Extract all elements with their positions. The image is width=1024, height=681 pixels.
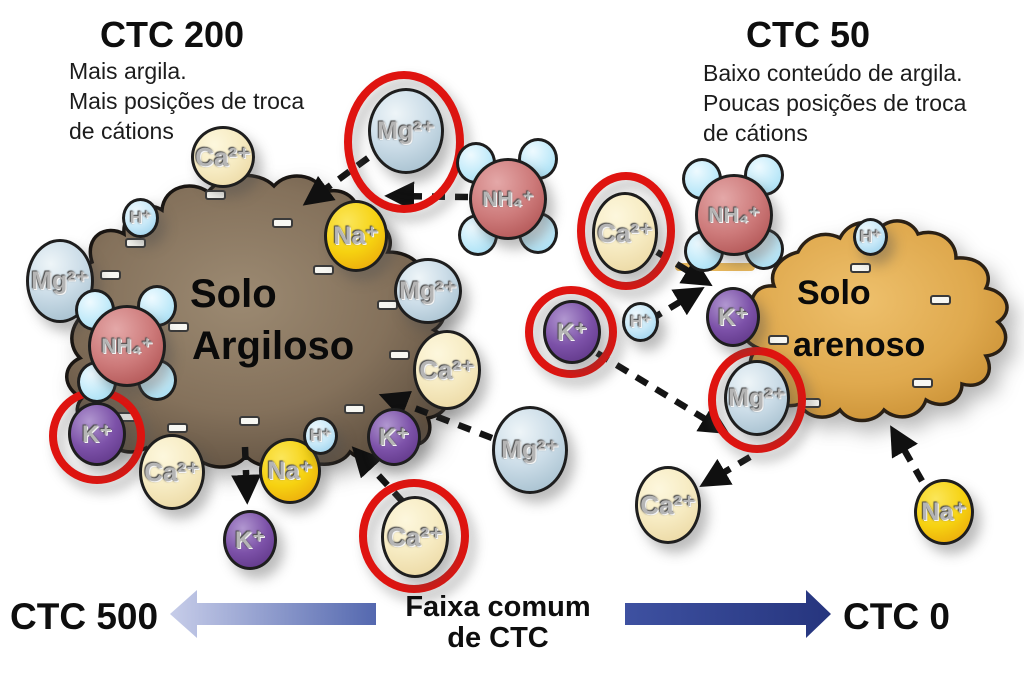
ion-label: H⁺	[859, 227, 882, 246]
exchange-arrow-na-to-sand	[890, 425, 925, 483]
ion-label: Mg²⁺	[31, 267, 89, 295]
exchange-arrow-mg-to-ca	[699, 454, 752, 487]
nh4-ion: NH₄⁺	[448, 136, 568, 260]
negative-charge-icon	[313, 265, 334, 275]
ion-label: Mg²⁺	[501, 436, 559, 464]
ion-label: Na⁺	[333, 222, 379, 250]
k-ion: K⁺	[223, 510, 277, 570]
subtitle-line: Mais argila.	[69, 58, 187, 84]
negative-charge-icon	[912, 378, 933, 388]
exchange-arrow-nh4-to-mg	[384, 181, 469, 212]
ion-label: Na⁺	[267, 457, 313, 485]
exchange-arrow-mg-to-clay-2	[378, 391, 494, 442]
ca-ion: Ca²⁺	[413, 330, 481, 410]
subtitle-ctc-200: Mais argila. Mais posições de troca de c…	[69, 56, 304, 146]
negative-charge-icon	[850, 263, 871, 273]
ion-label: Ca²⁺	[144, 456, 200, 487]
highlight-ring-k-right	[525, 286, 617, 378]
ion-label: K⁺	[379, 423, 409, 451]
ctc-right-arrow	[625, 590, 831, 638]
mg-ion: Mg²⁺	[394, 258, 462, 324]
mg-ion: Mg²⁺	[368, 88, 444, 174]
clay-soil-label-line2: Argiloso	[192, 324, 355, 368]
highlight-ring-mg-sand	[708, 347, 806, 453]
ion-label: K⁺	[82, 420, 112, 448]
k-ion: K⁺	[543, 300, 601, 364]
mg-ion: Mg²⁺	[724, 360, 790, 436]
ion-label: H⁺	[629, 312, 652, 331]
h-ion: H⁺	[853, 218, 888, 256]
ion-label: Ca²⁺	[419, 354, 475, 385]
negative-charge-icon	[100, 270, 121, 280]
negative-charge-icon	[239, 416, 260, 426]
nh4-ion: NH₄⁺	[674, 152, 794, 276]
ion-label: Mg²⁺	[728, 384, 786, 412]
ion-label: K⁺	[235, 526, 265, 554]
negative-charge-icon	[167, 423, 188, 433]
h-ion: H⁺	[122, 198, 159, 238]
nh4-core: NH₄⁺	[695, 174, 773, 256]
subtitle-line: Baixo conteúdo de argila.	[703, 60, 963, 86]
ion-label: Ca²⁺	[640, 489, 696, 520]
nh4-core: NH₄⁺	[469, 158, 547, 240]
exchange-arrow-k-to-mg	[595, 350, 730, 435]
nh4-ion: NH₄⁺	[67, 283, 187, 407]
ion-label: Ca²⁺	[195, 141, 251, 172]
sandy-soil-label-line2: arenoso	[793, 326, 926, 364]
ca-ion: Ca²⁺	[635, 466, 701, 544]
highlight-ring-ca-bottom	[359, 479, 469, 593]
negative-charge-icon	[272, 218, 293, 228]
negative-charge-icon	[125, 238, 146, 248]
nh4-core: NH₄⁺	[88, 305, 166, 387]
ctc-0-label: CTC 0	[843, 596, 950, 637]
ctc-left-arrow	[170, 590, 376, 638]
negative-charge-icon	[168, 322, 189, 332]
ion-label: NH₄⁺	[482, 187, 534, 211]
sandy-soil-label-line1: Solo	[797, 274, 871, 312]
k-ion: K⁺	[68, 402, 126, 466]
ca-ion: Ca²⁺	[381, 496, 449, 578]
title-ctc-200: CTC 200	[100, 14, 245, 55]
na-ion: Na⁺	[324, 200, 388, 272]
negative-charge-icon	[205, 190, 226, 200]
highlight-ring-ca-right	[577, 172, 675, 290]
title-ctc-50: CTC 50	[746, 14, 871, 55]
ion-label: Mg²⁺	[399, 277, 457, 305]
mg-ion: Mg²⁺	[492, 406, 568, 494]
ctc-range-line1: Faixa comum	[405, 591, 591, 623]
ca-ion: Ca²⁺	[191, 126, 255, 188]
subtitle-line: Mais posições de troca	[69, 88, 305, 114]
clay-soil-label-line1: Solo	[190, 272, 277, 316]
h-ion: H⁺	[303, 417, 338, 455]
ion-label: NH₄⁺	[101, 334, 153, 358]
subtitle-line: de cátions	[69, 118, 174, 144]
k-ion: K⁺	[706, 287, 760, 347]
ctc-500-label: CTC 500	[10, 596, 159, 637]
negative-charge-icon	[389, 350, 410, 360]
sandy-soil-blob	[741, 219, 1009, 423]
exchange-arrow-clay-to-k	[231, 446, 262, 505]
ctc-range-line2: de CTC	[447, 622, 549, 654]
subtitle-ctc-50: Baixo conteúdo de argila. Poucas posiçõe…	[703, 58, 966, 148]
negative-charge-icon	[930, 295, 951, 305]
ion-label: Ca²⁺	[387, 521, 443, 552]
ion-label: Ca²⁺	[597, 217, 653, 248]
ion-label: K⁺	[718, 303, 748, 331]
ion-label: H⁺	[129, 208, 152, 227]
subtitle-line: Poucas posições de troca	[703, 90, 967, 116]
na-ion: Na⁺	[914, 479, 974, 545]
k-ion: K⁺	[367, 408, 421, 466]
ca-ion: Ca²⁺	[139, 434, 205, 510]
h-ion: H⁺	[622, 302, 659, 342]
ion-label: Na⁺	[921, 498, 967, 526]
ca-ion: Ca²⁺	[592, 192, 658, 274]
negative-charge-icon	[768, 335, 789, 345]
negative-charge-icon	[344, 404, 365, 414]
ion-label: NH₄⁺	[708, 203, 760, 227]
ion-label: K⁺	[557, 318, 587, 346]
subtitle-line: de cátions	[703, 120, 808, 146]
ctc-range-label: Faixa comum de CTC	[368, 592, 628, 654]
ion-label: Mg²⁺	[377, 117, 435, 145]
ion-label: H⁺	[309, 426, 332, 445]
